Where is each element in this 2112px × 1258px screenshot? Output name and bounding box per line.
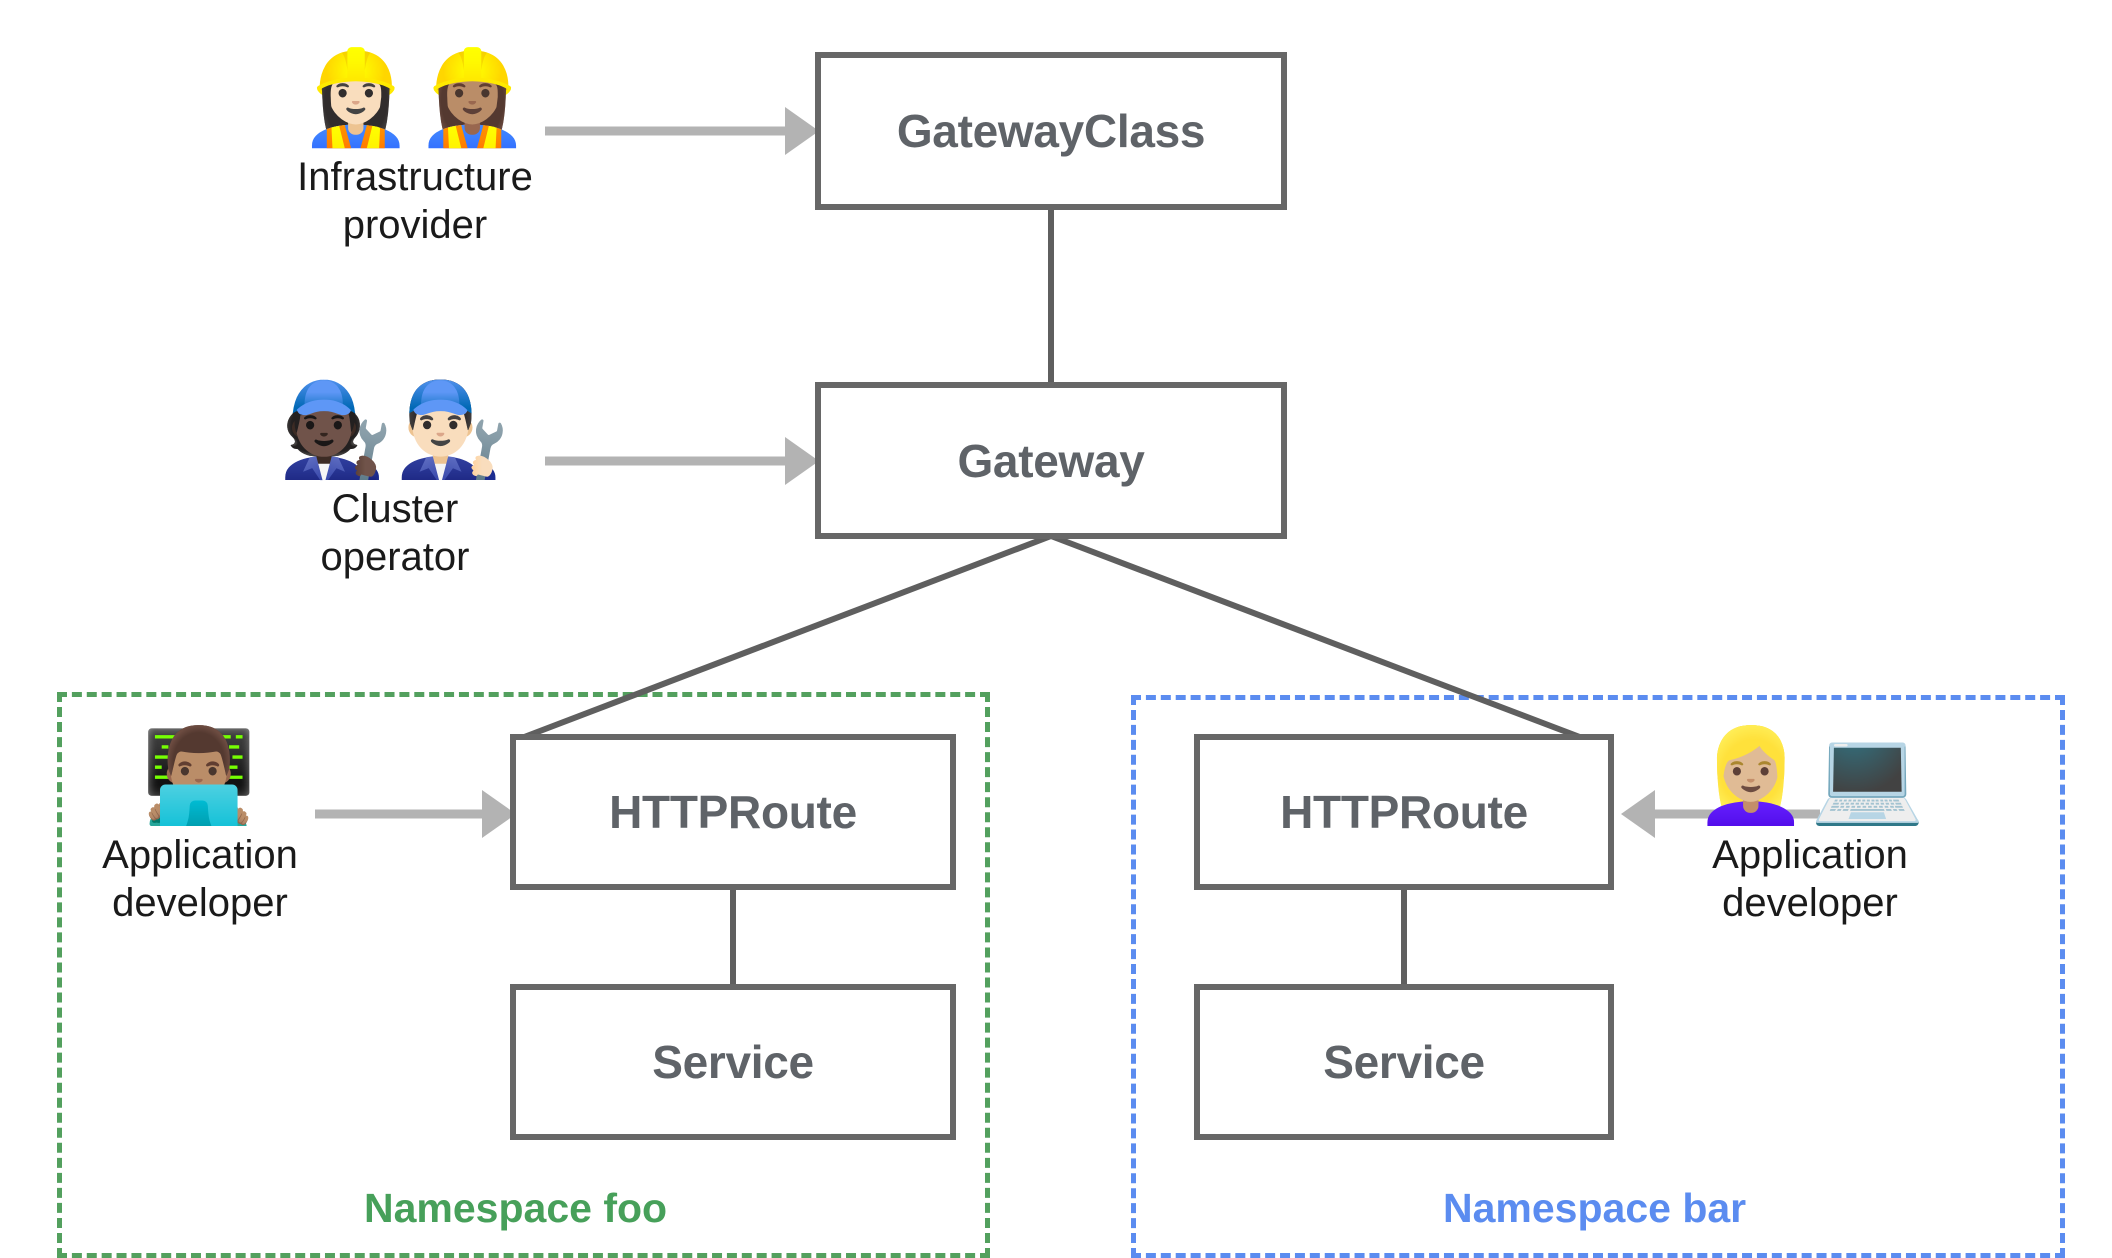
service-foo-label: Service [652, 1036, 814, 1088]
infrastructure-provider-label-line1: Infrastructure [297, 154, 533, 199]
cluster-operator-label-line2: operator [320, 535, 470, 580]
application-developer-bar-label-line2: developer [1722, 881, 1898, 926]
service-bar-label: Service [1323, 1036, 1485, 1088]
construction-worker-icon: 👷🏻‍♀️👷🏽‍♀️ [298, 44, 532, 151]
arrow-infra-to-gatewayclass [545, 107, 819, 155]
infrastructure-provider-label-line2: provider [342, 203, 488, 248]
persona-cluster-operator: 🧑🏿‍🔧👨🏻‍🔧 Cluster operator [225, 376, 565, 582]
persona-infrastructure-provider: 👷🏻‍♀️👷🏽‍♀️ Infrastructure provider [245, 44, 585, 250]
httproute-foo-label: HTTPRoute [609, 786, 857, 838]
resource-box-service-foo[interactable]: Service [510, 984, 956, 1140]
resource-box-gatewayclass[interactable]: GatewayClass [815, 52, 1287, 210]
httproute-bar-label: HTTPRoute [1280, 786, 1528, 838]
cluster-operator-label-line1: Cluster [331, 486, 459, 531]
namespace-bar-label: Namespace bar [1443, 1185, 1747, 1231]
persona-application-developer-bar: 👱🏼‍♀️💻 Application developer [1660, 722, 1960, 928]
woman-technologist-icon: 👱🏼‍♀️💻 [1693, 722, 1927, 829]
gatewayclass-label: GatewayClass [896, 105, 1206, 157]
resource-box-httproute-foo[interactable]: HTTPRoute [510, 734, 956, 890]
namespace-foo-label: Namespace foo [364, 1185, 668, 1231]
application-developer-foo-label-line2: developer [112, 881, 288, 926]
persona-application-developer-foo: 👨🏽‍💻 Application developer [50, 722, 350, 928]
application-developer-bar-label-line1: Application [1712, 832, 1908, 877]
namespace-bar-container [1131, 695, 2065, 1258]
mechanic-icon: 🧑🏿‍🔧👨🏻‍🔧 [278, 376, 512, 483]
arrow-operator-to-gateway [545, 437, 819, 485]
resource-box-gateway[interactable]: Gateway [815, 382, 1287, 539]
resource-box-httproute-bar[interactable]: HTTPRoute [1194, 734, 1614, 890]
man-technologist-icon: 👨🏽‍💻 [141, 722, 259, 829]
gateway-label: Gateway [957, 434, 1145, 487]
application-developer-foo-label-line1: Application [102, 832, 298, 877]
resource-box-service-bar[interactable]: Service [1194, 984, 1614, 1140]
